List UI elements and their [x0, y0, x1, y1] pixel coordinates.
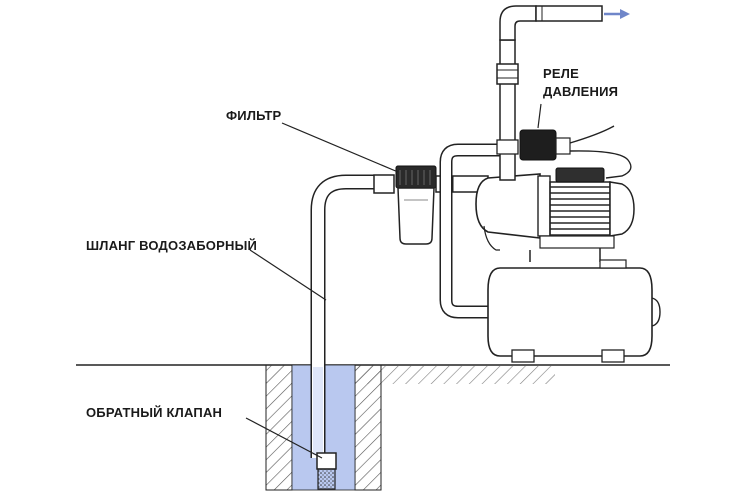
pressure-switch	[519, 129, 557, 161]
check-valve-body	[316, 452, 337, 470]
label-relay-line2: ДАВЛЕНИЯ	[543, 84, 619, 99]
tank-foot-right	[601, 349, 625, 363]
discharge-pipe	[499, 39, 516, 181]
pipe-elbow	[499, 5, 537, 41]
well-wall-left	[265, 364, 293, 491]
ground-hatch-right	[355, 366, 555, 384]
tank-foot-left	[511, 349, 535, 363]
label-intake-hose: ШЛАНГ ВОДОЗАБОРНЫЙ	[86, 238, 258, 253]
filter-bowl	[397, 187, 435, 245]
leader-check-valve	[245, 417, 323, 459]
hydro-tank	[487, 267, 653, 357]
motor-end-cap	[609, 181, 635, 237]
leader-hose	[249, 249, 327, 301]
label-check-valve: ОБРАТНЫЙ КЛАПАН	[86, 405, 223, 420]
label-relay-line1: РЕЛЕ	[543, 66, 579, 81]
check-valve-mesh	[317, 468, 336, 490]
motor-terminal-box	[555, 167, 605, 183]
pressure-switch-cable	[569, 125, 615, 144]
leader-relay	[537, 103, 542, 129]
pipe-coupling	[496, 63, 519, 85]
well-wall-right	[354, 364, 382, 491]
leader-filter	[281, 122, 399, 173]
label-filter: ФИЛЬТР	[226, 108, 282, 123]
pump-housing	[475, 173, 541, 239]
filter-fitting	[373, 174, 395, 194]
outlet-pipe	[535, 5, 603, 22]
pump-motor	[549, 181, 611, 237]
